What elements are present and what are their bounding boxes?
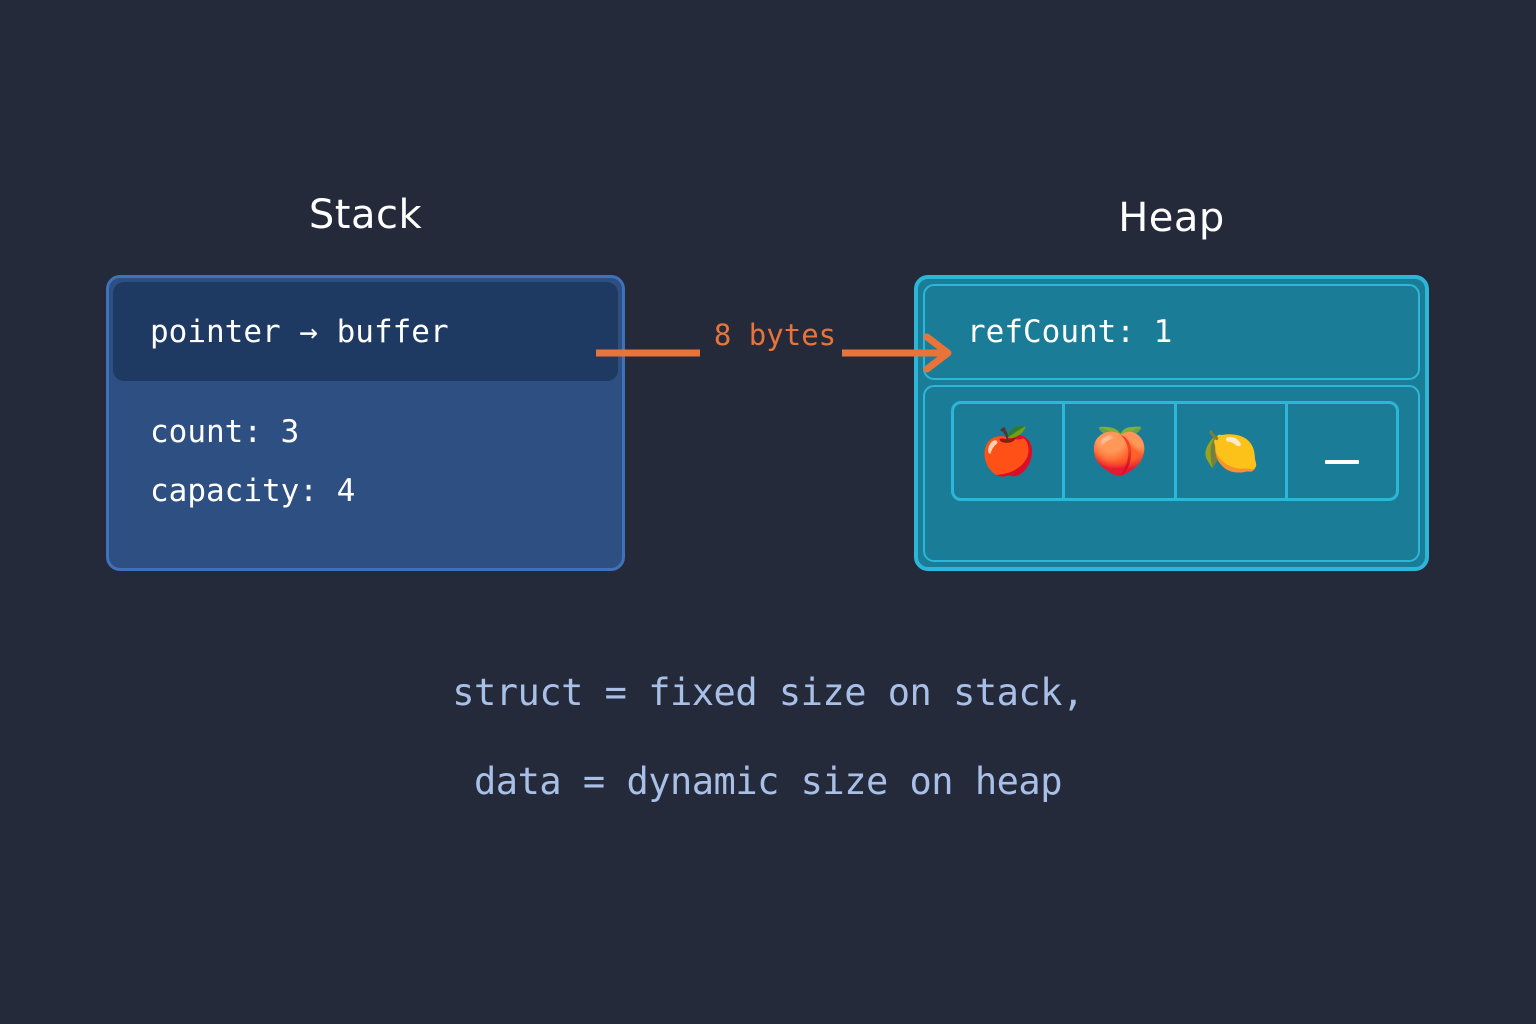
heap-refcount-row: refCount: 1 — [923, 284, 1420, 380]
caption-line-struct: struct = fixed size on stack, — [452, 671, 1084, 714]
stack-struct-box: pointer → buffer count: 3 capacity: 4 — [106, 275, 625, 571]
heap-buffer-slots: 🍎 🍑 🍋 — [951, 401, 1399, 501]
connector-size-label: 8 bytes — [713, 318, 837, 352]
heap-refcount-label: refCount: 1 — [967, 314, 1173, 350]
lemon-icon: 🍋 — [1201, 424, 1260, 478]
empty-slot-icon — [1324, 460, 1359, 464]
peach-icon: 🍑 — [1090, 424, 1149, 478]
heap-buffer-section: 🍎 🍑 🍋 — [923, 385, 1420, 562]
stack-pointer-label: pointer → buffer — [150, 313, 449, 350]
connector-arrow-icon — [596, 333, 952, 373]
caption-line-data: data = dynamic size on heap — [474, 760, 1062, 803]
buffer-slot-0: 🍎 — [954, 404, 1066, 498]
stack-section-title: Stack — [308, 192, 423, 238]
stack-field-count: count: 3 — [150, 414, 300, 450]
heap-allocation-box: refCount: 1 🍎 🍑 🍋 — [914, 275, 1429, 571]
buffer-slot-2: 🍋 — [1177, 404, 1288, 498]
buffer-slot-1: 🍑 — [1065, 404, 1177, 498]
stack-field-capacity: capacity: 4 — [150, 473, 356, 509]
pointer-connector: 8 bytes — [590, 318, 960, 388]
stack-fields-group: count: 3 capacity: 4 — [109, 388, 622, 568]
buffer-slot-3-empty — [1288, 404, 1396, 498]
stack-pointer-row: pointer → buffer — [113, 282, 618, 381]
heap-section-title: Heap — [1118, 195, 1225, 241]
apple-icon: 🍎 — [979, 424, 1037, 478]
